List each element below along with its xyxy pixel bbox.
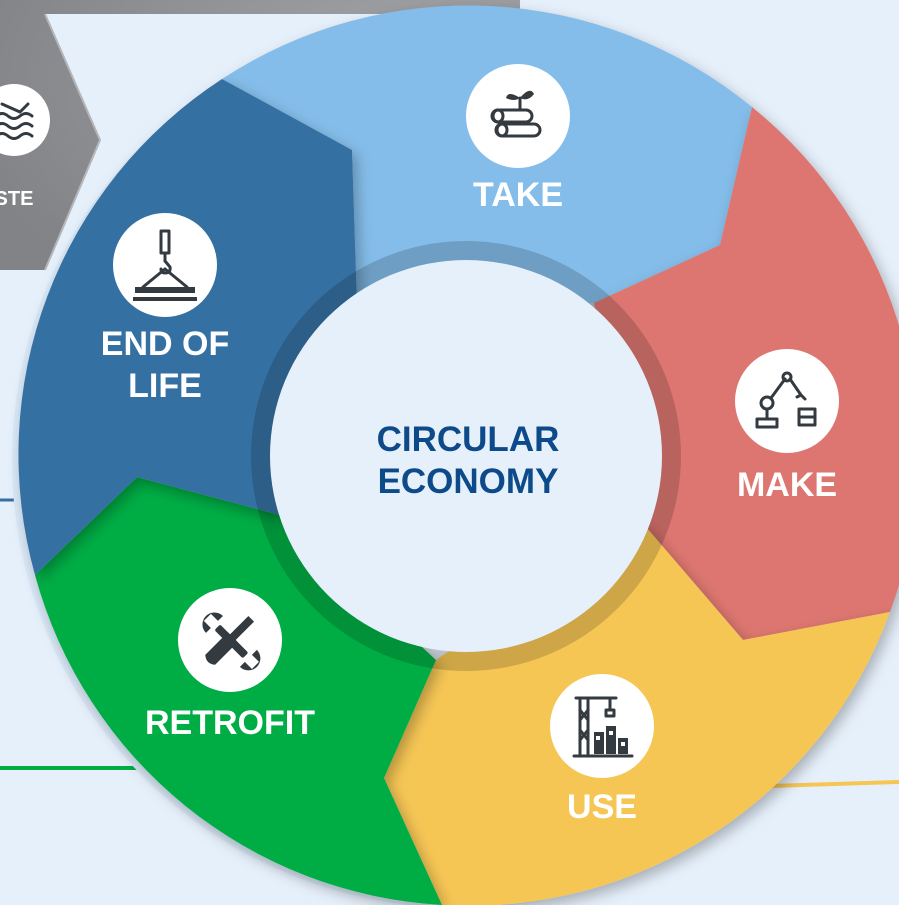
- wrench-screwdriver-icon: [202, 612, 261, 671]
- end-of-life-label-line1: END OF: [101, 325, 229, 363]
- make-label: MAKE: [737, 466, 837, 504]
- waste-label: STE: [0, 188, 33, 210]
- end-of-life-label-line2: LIFE: [128, 367, 202, 405]
- take-icon-badge: [466, 64, 570, 168]
- use-stage: USE: [550, 674, 654, 826]
- waste-water-icon: [0, 102, 34, 140]
- construction-building-icon: [572, 696, 634, 758]
- center-title-line2: ECONOMY: [378, 462, 559, 501]
- connector-line-yellow: [769, 780, 899, 788]
- use-icon-badge: [550, 674, 654, 778]
- center-disc: [270, 260, 662, 652]
- waste-stage: STE: [0, 0, 520, 271]
- use-label: USE: [567, 788, 637, 826]
- end-of-life-stage: END OF LIFE: [101, 213, 229, 405]
- center-title-line1: CIRCULAR: [377, 420, 560, 459]
- make-icon-badge: [735, 349, 839, 453]
- make-stage: MAKE: [735, 349, 839, 504]
- robot-arm-icon: [755, 371, 817, 429]
- retrofit-label: RETROFIT: [145, 704, 315, 742]
- end-of-life-icon-badge: [113, 213, 217, 317]
- logs-sprout-icon: [490, 90, 542, 138]
- take-stage: TAKE: [466, 64, 570, 214]
- retrofit-stage: RETROFIT: [145, 588, 315, 742]
- take-label: TAKE: [473, 176, 563, 214]
- crane-beam-icon: [133, 229, 197, 301]
